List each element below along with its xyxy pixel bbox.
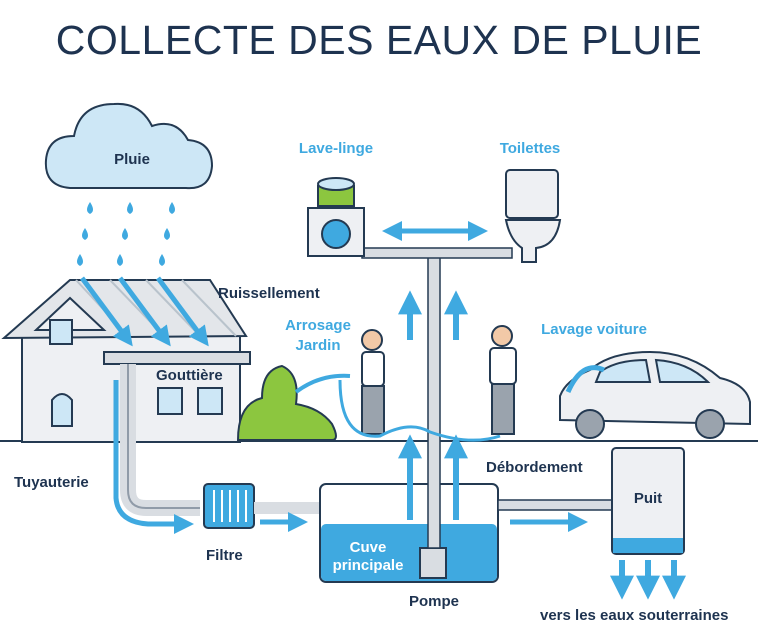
garden-bush-icon xyxy=(236,364,337,441)
groundwater-arrows xyxy=(610,560,686,600)
arrosage-label-1: Arrosage xyxy=(285,317,351,334)
car-icon xyxy=(559,350,751,439)
toilettes-label: Toilettes xyxy=(500,140,561,157)
gouttiere-label: Gouttière xyxy=(156,367,223,384)
gutter xyxy=(103,351,251,365)
ruissellement-label: Ruissellement xyxy=(218,285,320,302)
downpipe xyxy=(120,364,200,516)
overflow-pipe xyxy=(497,499,613,511)
well-water xyxy=(613,538,683,553)
lave-linge-label: Lave-linge xyxy=(299,140,373,157)
tuyauterie-label: Tuyauterie xyxy=(14,474,89,491)
well xyxy=(611,447,685,555)
cuve-label-2: principale xyxy=(333,557,404,574)
toilet-icon xyxy=(504,169,562,263)
arrosage-label-2: Jardin xyxy=(295,337,340,354)
woman-figure-icon xyxy=(361,329,385,435)
cuve-label-1: Cuve xyxy=(350,539,387,556)
cloud-icon xyxy=(44,102,214,190)
souterraines-label: vers les eaux souterraines xyxy=(540,607,728,624)
page-title: COLLECTE DES EAUX DE PLUIE xyxy=(56,17,702,63)
filtre-label: Filtre xyxy=(206,547,243,564)
riser-pipe xyxy=(427,255,441,549)
rain-drops-icon xyxy=(77,202,175,266)
washing-machine-icon xyxy=(307,177,365,257)
puit-label: Puit xyxy=(634,490,662,507)
watering-spray xyxy=(294,373,351,394)
hose xyxy=(338,379,501,442)
debordement-label: Débordement xyxy=(486,459,583,476)
man-figure-icon xyxy=(489,325,517,435)
pompe-label: Pompe xyxy=(409,593,459,610)
distribution-pipe xyxy=(361,247,513,259)
pump-icon xyxy=(419,547,447,579)
pump-up-arrows xyxy=(398,290,468,520)
lavage-voiture-label: Lavage voiture xyxy=(541,321,647,338)
tank-water xyxy=(321,524,497,581)
pluie-label: Pluie xyxy=(114,151,150,168)
ruissellement-arrows xyxy=(79,276,209,347)
downpipe-flow-arrow xyxy=(113,380,194,534)
